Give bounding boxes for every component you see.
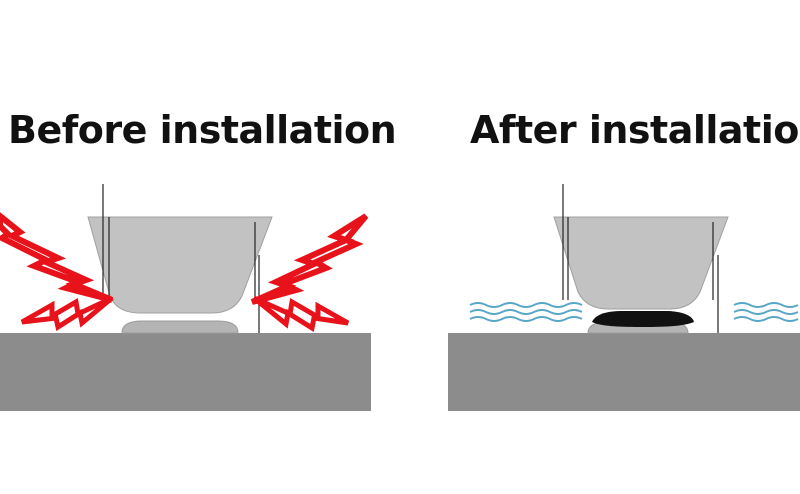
ground-slab xyxy=(0,333,371,411)
after-installation-diagram xyxy=(448,184,800,411)
before-installation-diagram xyxy=(0,184,371,411)
before-installation-title: Before installation xyxy=(8,108,397,152)
before-installation-panel: Before installation xyxy=(0,108,397,411)
after-installation-panel: After installation xyxy=(400,0,800,494)
upper-body xyxy=(87,216,273,314)
wave-lines-icon xyxy=(733,302,799,322)
lightning-bolt-icon xyxy=(20,295,114,332)
ground-slab xyxy=(448,333,800,411)
upper-body xyxy=(553,216,729,310)
ground-bump xyxy=(121,320,239,334)
after-installation-title: After installation xyxy=(470,108,800,152)
lightning-bolt-icon xyxy=(0,212,114,303)
cushion-pad xyxy=(592,311,694,327)
lightning-bolt-icon xyxy=(250,213,369,305)
wave-lines-icon xyxy=(469,302,583,322)
lightning-bolt-icon xyxy=(252,295,350,333)
